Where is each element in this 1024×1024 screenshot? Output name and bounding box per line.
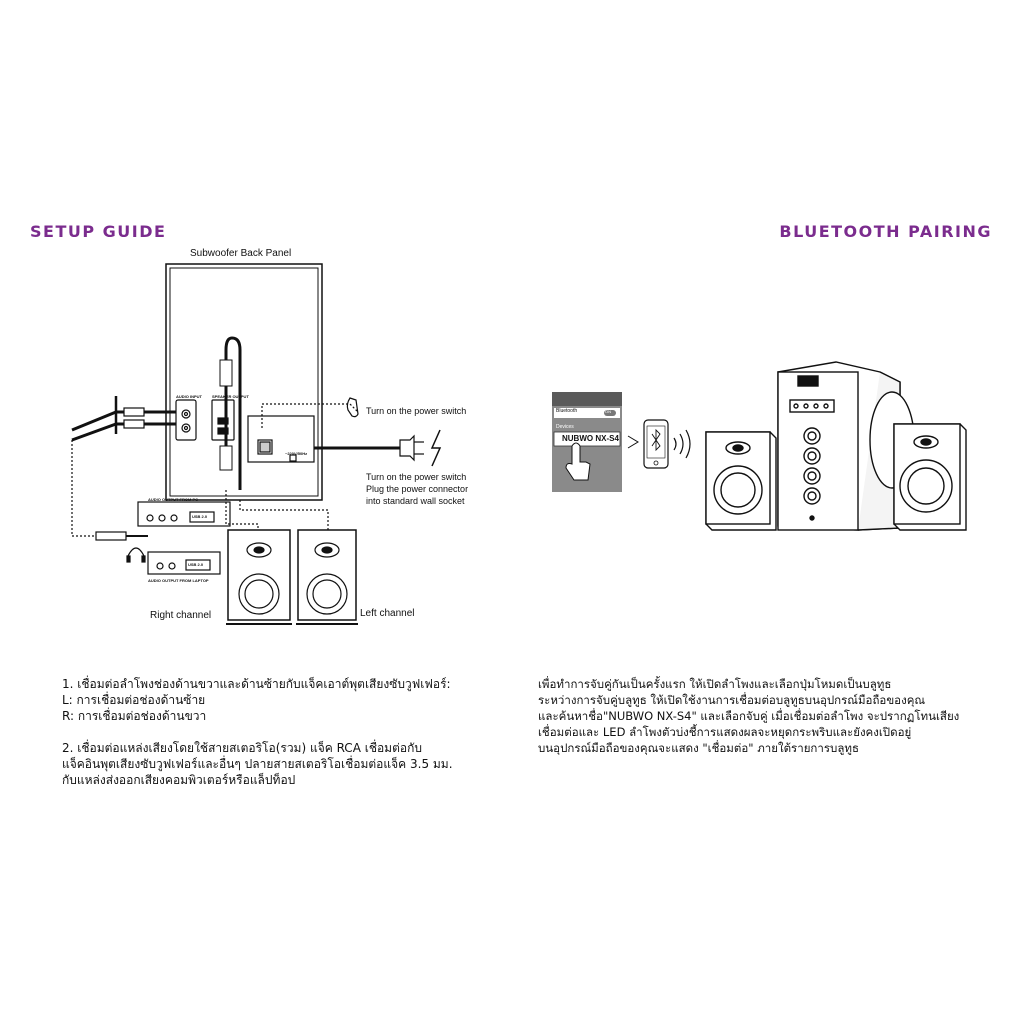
audio-input-jacks xyxy=(175,399,197,441)
left-channel-label: Left channel xyxy=(360,608,415,619)
pc-usb-label: USB 2.0 xyxy=(192,514,208,519)
laptop-output-label: AUDIO OUTPUT FROM LAPTOP xyxy=(148,578,209,583)
laptop-audio-output xyxy=(147,551,221,575)
speaker-output-block xyxy=(211,399,235,441)
power-note-line-3: into standard wall socket xyxy=(366,496,465,506)
setup-instructions: 1. เชื่อมต่อลำโพงช่องด้านขวาและด้านซ้ายก… xyxy=(62,676,453,788)
speaker-system xyxy=(705,361,967,531)
audio-input-label: AUDIO INPUT xyxy=(176,394,202,399)
voltage-label: ~220V/50Hz xyxy=(285,451,308,456)
devices-label: Devices xyxy=(556,424,574,430)
right-channel-label: Right channel xyxy=(150,610,212,621)
signal-waves-icon xyxy=(673,429,691,459)
bluetooth-instructions: เพื่อทำการจับคู่กันเป็นครั้งแรก ให้เปิดล… xyxy=(538,676,959,756)
subwoofer-back-panel xyxy=(165,263,323,501)
pc-audio-output xyxy=(137,501,231,527)
left-speaker xyxy=(297,529,357,621)
bluetooth-toggle[interactable]: ON xyxy=(605,409,611,414)
panel-title: Subwoofer Back Panel xyxy=(190,248,292,259)
setup-line-1: 1. เชื่อมต่อลำโพงช่องด้านขวาและด้านซ้ายก… xyxy=(62,677,451,691)
bluetooth-icon xyxy=(651,428,661,452)
power-note-line-2: Plug the power connector xyxy=(366,484,469,494)
setup-line-2: L: การเชื่อมต่อช่องด้านซ้าย xyxy=(62,693,206,707)
setup-line-4 xyxy=(62,724,453,740)
setup-line-5: 2. เชื่อมต่อแหล่งเสียงโดยใช้สายสเตอริโอ(… xyxy=(62,741,422,755)
bt-line-3: และค้นหาชื่อ"NUBWO NX-S4" และเลือกจับคู่… xyxy=(538,709,960,723)
power-switch-label: Turn on the power switch xyxy=(366,406,467,416)
setup-line-7: กับแหล่งส่งออกเสียงคอมพิวเตอร์หรือแล็ปท็… xyxy=(62,773,296,787)
setup-line-3: R: การเชื่อมต่อช่องด้านขวา xyxy=(62,709,207,723)
hand-icon xyxy=(565,442,591,481)
speaker-output-label: SPEAKER OUTPUT xyxy=(212,394,249,399)
pc-output-label: AUDIO OUTPUT FROM PC xyxy=(148,497,198,502)
power-note: Turn on the power switch Plug the power … xyxy=(366,471,468,507)
finger-icon xyxy=(346,397,359,418)
electricity-icon xyxy=(430,429,442,467)
usb-cable xyxy=(224,336,242,490)
setup-guide-heading: SETUP GUIDE xyxy=(30,222,167,241)
laptop-usb-label: USB 2.0 xyxy=(188,562,204,567)
bt-line-4: เชื่อมต่อและ LED ลำโพงตัวบ่งชี้การแสดงผล… xyxy=(538,725,912,739)
bt-line-1: เพื่อทำการจับคู่กันเป็นครั้งแรก ให้เปิดล… xyxy=(538,677,892,691)
setup-line-6: แจ็คอินพุตเสียงซับวูฟเฟอร์และอื่นๆ ปลายส… xyxy=(62,757,453,771)
bluetooth-menu-title: Bluetooth xyxy=(556,408,578,414)
right-speaker xyxy=(227,529,291,621)
headphone-icon xyxy=(127,547,145,557)
bt-line-2: ระหว่างการจับคู่บลูทูธ ให้เปิดใช้งานการเ… xyxy=(538,693,926,707)
bt-line-5: บนอุปกรณ์มือถือของคุณจะแสดง "เชื่อมต่อ" … xyxy=(538,741,859,755)
device-name-item[interactable]: NUBWO NX-S4 xyxy=(562,434,619,443)
arrow-icon xyxy=(627,435,639,449)
bluetooth-pairing-heading: BLUETOOTH PAIRING xyxy=(779,222,992,241)
power-note-line-1: Turn on the power switch xyxy=(366,472,467,482)
power-block xyxy=(247,415,315,463)
